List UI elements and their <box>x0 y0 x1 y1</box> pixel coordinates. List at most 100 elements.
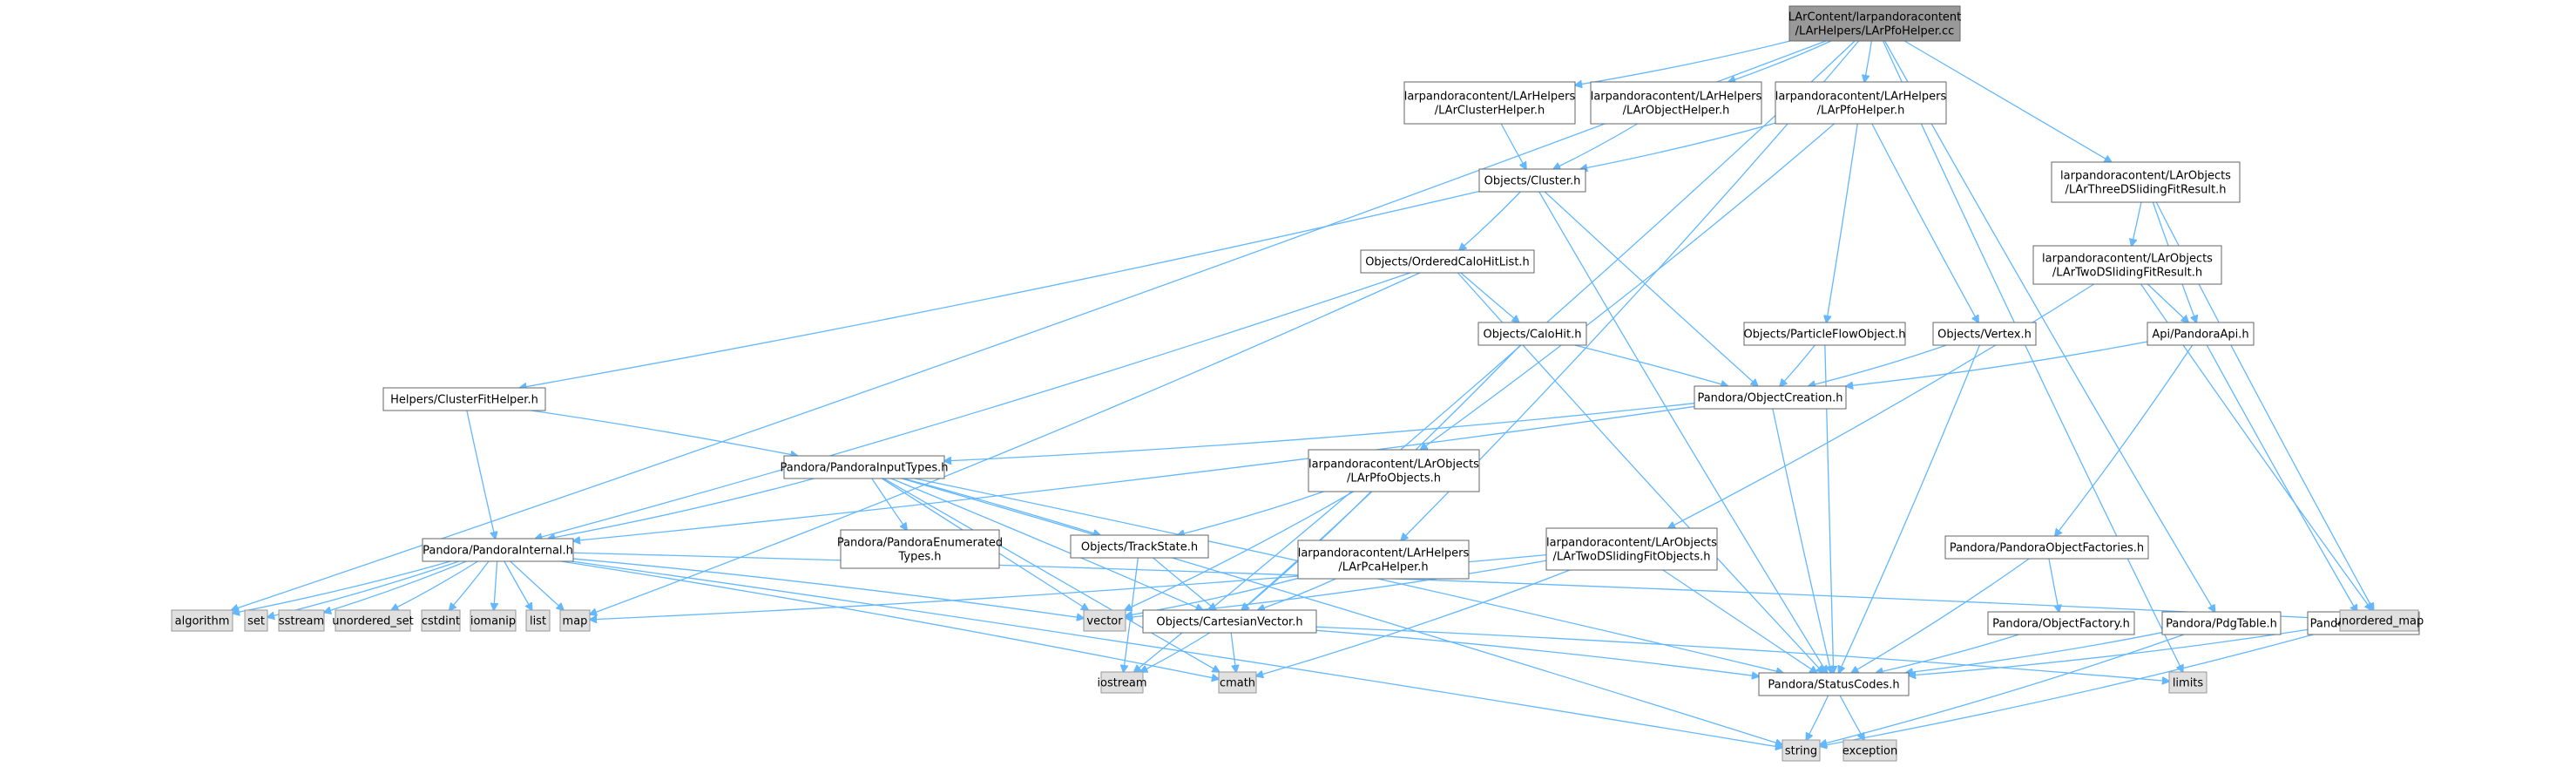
node-inputtypes[interactable]: Pandora/PandoraInputTypes.h <box>780 455 949 479</box>
node-label: /LArHelpers/LArPfoHelper.cc <box>1795 25 1955 38</box>
node-orderedcalo[interactable]: Objects/OrderedCaloHitList.h <box>1360 249 1535 274</box>
node-twodslidingobjects[interactable]: larpandoracontent/LArObjects/LArTwoDSlid… <box>1545 527 1718 571</box>
node-label: sstream <box>279 615 324 628</box>
node-box <box>1403 81 1576 125</box>
node-pfoobjects[interactable]: larpandoracontent/LArObjects/LArPfoObjec… <box>1308 449 1480 492</box>
edge-twodsliding-to-twodslidingobjects <box>1668 283 2094 528</box>
node-objectcreation[interactable]: Pandora/ObjectCreation.h <box>1694 385 1847 410</box>
node-box <box>840 529 1000 569</box>
node-label: Objects/Cluster.h <box>1484 175 1581 188</box>
node-label: Types.h <box>897 551 941 564</box>
node-box <box>2147 322 2255 346</box>
edge-clusterfit-to-inputtypes <box>531 410 798 456</box>
node-label: cmath <box>1220 677 1255 690</box>
node-box <box>1932 322 2037 346</box>
edge-root-to-pfohelper <box>1864 40 1873 82</box>
node-box <box>1083 609 1126 632</box>
edge-orderedcalo-to-internal <box>535 272 1410 539</box>
edge-cartesian-to-statuscodes <box>1315 629 1759 676</box>
node-label: /LArPcaHelper.h <box>1338 561 1428 574</box>
edge-clusterfit-to-internal <box>466 410 496 539</box>
node-cluster[interactable]: Objects/Cluster.h <box>1478 168 1586 193</box>
node-threedsliding[interactable]: larpandoracontent/LArObjects/LArThreeDSl… <box>2051 161 2241 203</box>
node-root[interactable]: LArContent/larpandoracontent/LArHelpers/… <box>1788 5 1962 42</box>
node-label: Pandora/PandoraEnumerated <box>837 537 1003 550</box>
node-clusterfit[interactable]: Helpers/ClusterFitHelper.h <box>382 387 546 411</box>
node-box <box>171 609 233 632</box>
node-label: unordered_set <box>332 615 413 628</box>
edge-orderedcalo-to-map <box>590 272 1421 614</box>
edge-threedsliding-to-twodsliding <box>2132 201 2142 246</box>
node-objecthelper[interactable]: larpandoracontent/LArHelpers/LArObjectHe… <box>1590 81 1762 125</box>
node-cstdint: cstdint <box>421 609 461 632</box>
edge-twodslidingobjects-to-cmath <box>1256 569 1571 676</box>
edge-internal-to-map <box>510 560 564 610</box>
node-box <box>1590 81 1762 125</box>
node-box <box>783 455 945 479</box>
node-box <box>559 609 591 632</box>
node-vertex[interactable]: Objects/Vertex.h <box>1932 322 2037 346</box>
node-label: Api/PandoraApi.h <box>2152 329 2248 342</box>
node-label: larpandoracontent/LArHelpers <box>1775 91 1947 104</box>
edge-cluster-to-orderedcalo <box>1459 191 1521 250</box>
edge-pandoraapi-to-objectfactories <box>2055 344 2194 536</box>
node-label: Helpers/ClusterFitHelper.h <box>390 394 538 407</box>
node-box <box>244 609 268 632</box>
node-label: Objects/OrderedCaloHitList.h <box>1365 256 1530 269</box>
edge-clusterhelper-to-cluster <box>1500 123 1526 169</box>
node-label: unordered_map <box>2335 615 2424 628</box>
node-label: /LArObjectHelper.h <box>1623 105 1730 118</box>
node-particleflow[interactable]: Objects/ParticleFlowObject.h <box>1743 322 1906 346</box>
node-box <box>1842 739 1897 762</box>
node-box <box>2161 611 2282 635</box>
node-objectfactory[interactable]: Pandora/ObjectFactory.h <box>1987 611 2135 635</box>
node-calohit[interactable]: Objects/CaloHit.h <box>1477 322 1587 346</box>
node-box <box>1775 81 1947 125</box>
edge-root-to-iostream <box>1134 40 1856 672</box>
edge-root-to-algorithm <box>232 40 1827 610</box>
node-box <box>1218 671 1257 694</box>
node-cartesian[interactable]: Objects/CartesianVector.h <box>1142 609 1317 634</box>
node-label: list <box>530 615 546 628</box>
node-label: algorithm <box>175 615 230 628</box>
edge-pfoobjects-to-trackstate <box>1178 491 1324 535</box>
node-objectfactories[interactable]: Pandora/PandoraObjectFactories.h <box>1944 535 2149 560</box>
node-clusterhelper[interactable]: larpandoracontent/LArHelpers/LArClusterH… <box>1403 81 1576 125</box>
edge-pandoraapi-to-objectcreation <box>1846 341 2148 386</box>
node-pdgtable[interactable]: Pandora/PdgTable.h <box>2161 611 2282 635</box>
node-box <box>278 609 325 632</box>
edge-objectcreation-to-internal <box>573 405 1695 540</box>
node-internal[interactable]: Pandora/PandoraInternal.h <box>422 538 574 562</box>
edge-internal-to-cstdint <box>450 560 490 610</box>
node-box <box>1743 322 1906 346</box>
edge-pfoobjects-to-vector <box>1125 491 1354 610</box>
node-statuscodes[interactable]: Pandora/StatusCodes.h <box>1758 672 1910 696</box>
edge-cluster-to-statuscodes <box>1538 191 1827 673</box>
edge-calohit-to-objectcreation <box>1574 344 1728 386</box>
edge-objectfactories-to-statuscodes <box>1851 558 2030 673</box>
edge-internal-to-list <box>504 560 532 610</box>
node-string: string <box>1782 739 1821 762</box>
edge-root-to-threedsliding <box>1903 40 2112 162</box>
node-label: Pandora/PandoraInternal.h <box>423 545 573 558</box>
edge-objectfactory-to-statuscodes <box>1876 634 2019 673</box>
node-label: set <box>247 615 265 628</box>
node-twodsliding[interactable]: larpandoracontent/LArObjects/LArTwoDSlid… <box>2032 245 2222 285</box>
edge-objectcreation-to-statuscodes <box>1772 408 1831 673</box>
edge-cartesian-to-cmath <box>1230 632 1236 672</box>
node-trackstate[interactable]: Objects/TrackState.h <box>1070 534 1209 559</box>
edge-root-to-objecthelper <box>1728 40 1832 82</box>
node-box <box>1788 5 1961 42</box>
edge-internal-to-unordered_set <box>391 560 478 610</box>
node-pfohelper[interactable]: larpandoracontent/LArHelpers/LArPfoHelpe… <box>1775 81 1947 125</box>
node-pandoraapi[interactable]: Api/PandoraApi.h <box>2147 322 2255 346</box>
edge-inputtypes-to-enumerated <box>871 478 907 530</box>
node-label: larpandoracontent/LArHelpers <box>1404 91 1576 104</box>
node-box <box>2032 245 2222 285</box>
node-box <box>2339 609 2419 632</box>
node-pcahelper[interactable]: larpandoracontent/LArHelpers/LArPcaHelpe… <box>1297 540 1470 580</box>
edge-cartesian-to-iostream <box>1140 632 1210 672</box>
node-label: Objects/CartesianVector.h <box>1156 616 1302 629</box>
edge-pcahelper-to-cartesian <box>1258 578 1336 610</box>
